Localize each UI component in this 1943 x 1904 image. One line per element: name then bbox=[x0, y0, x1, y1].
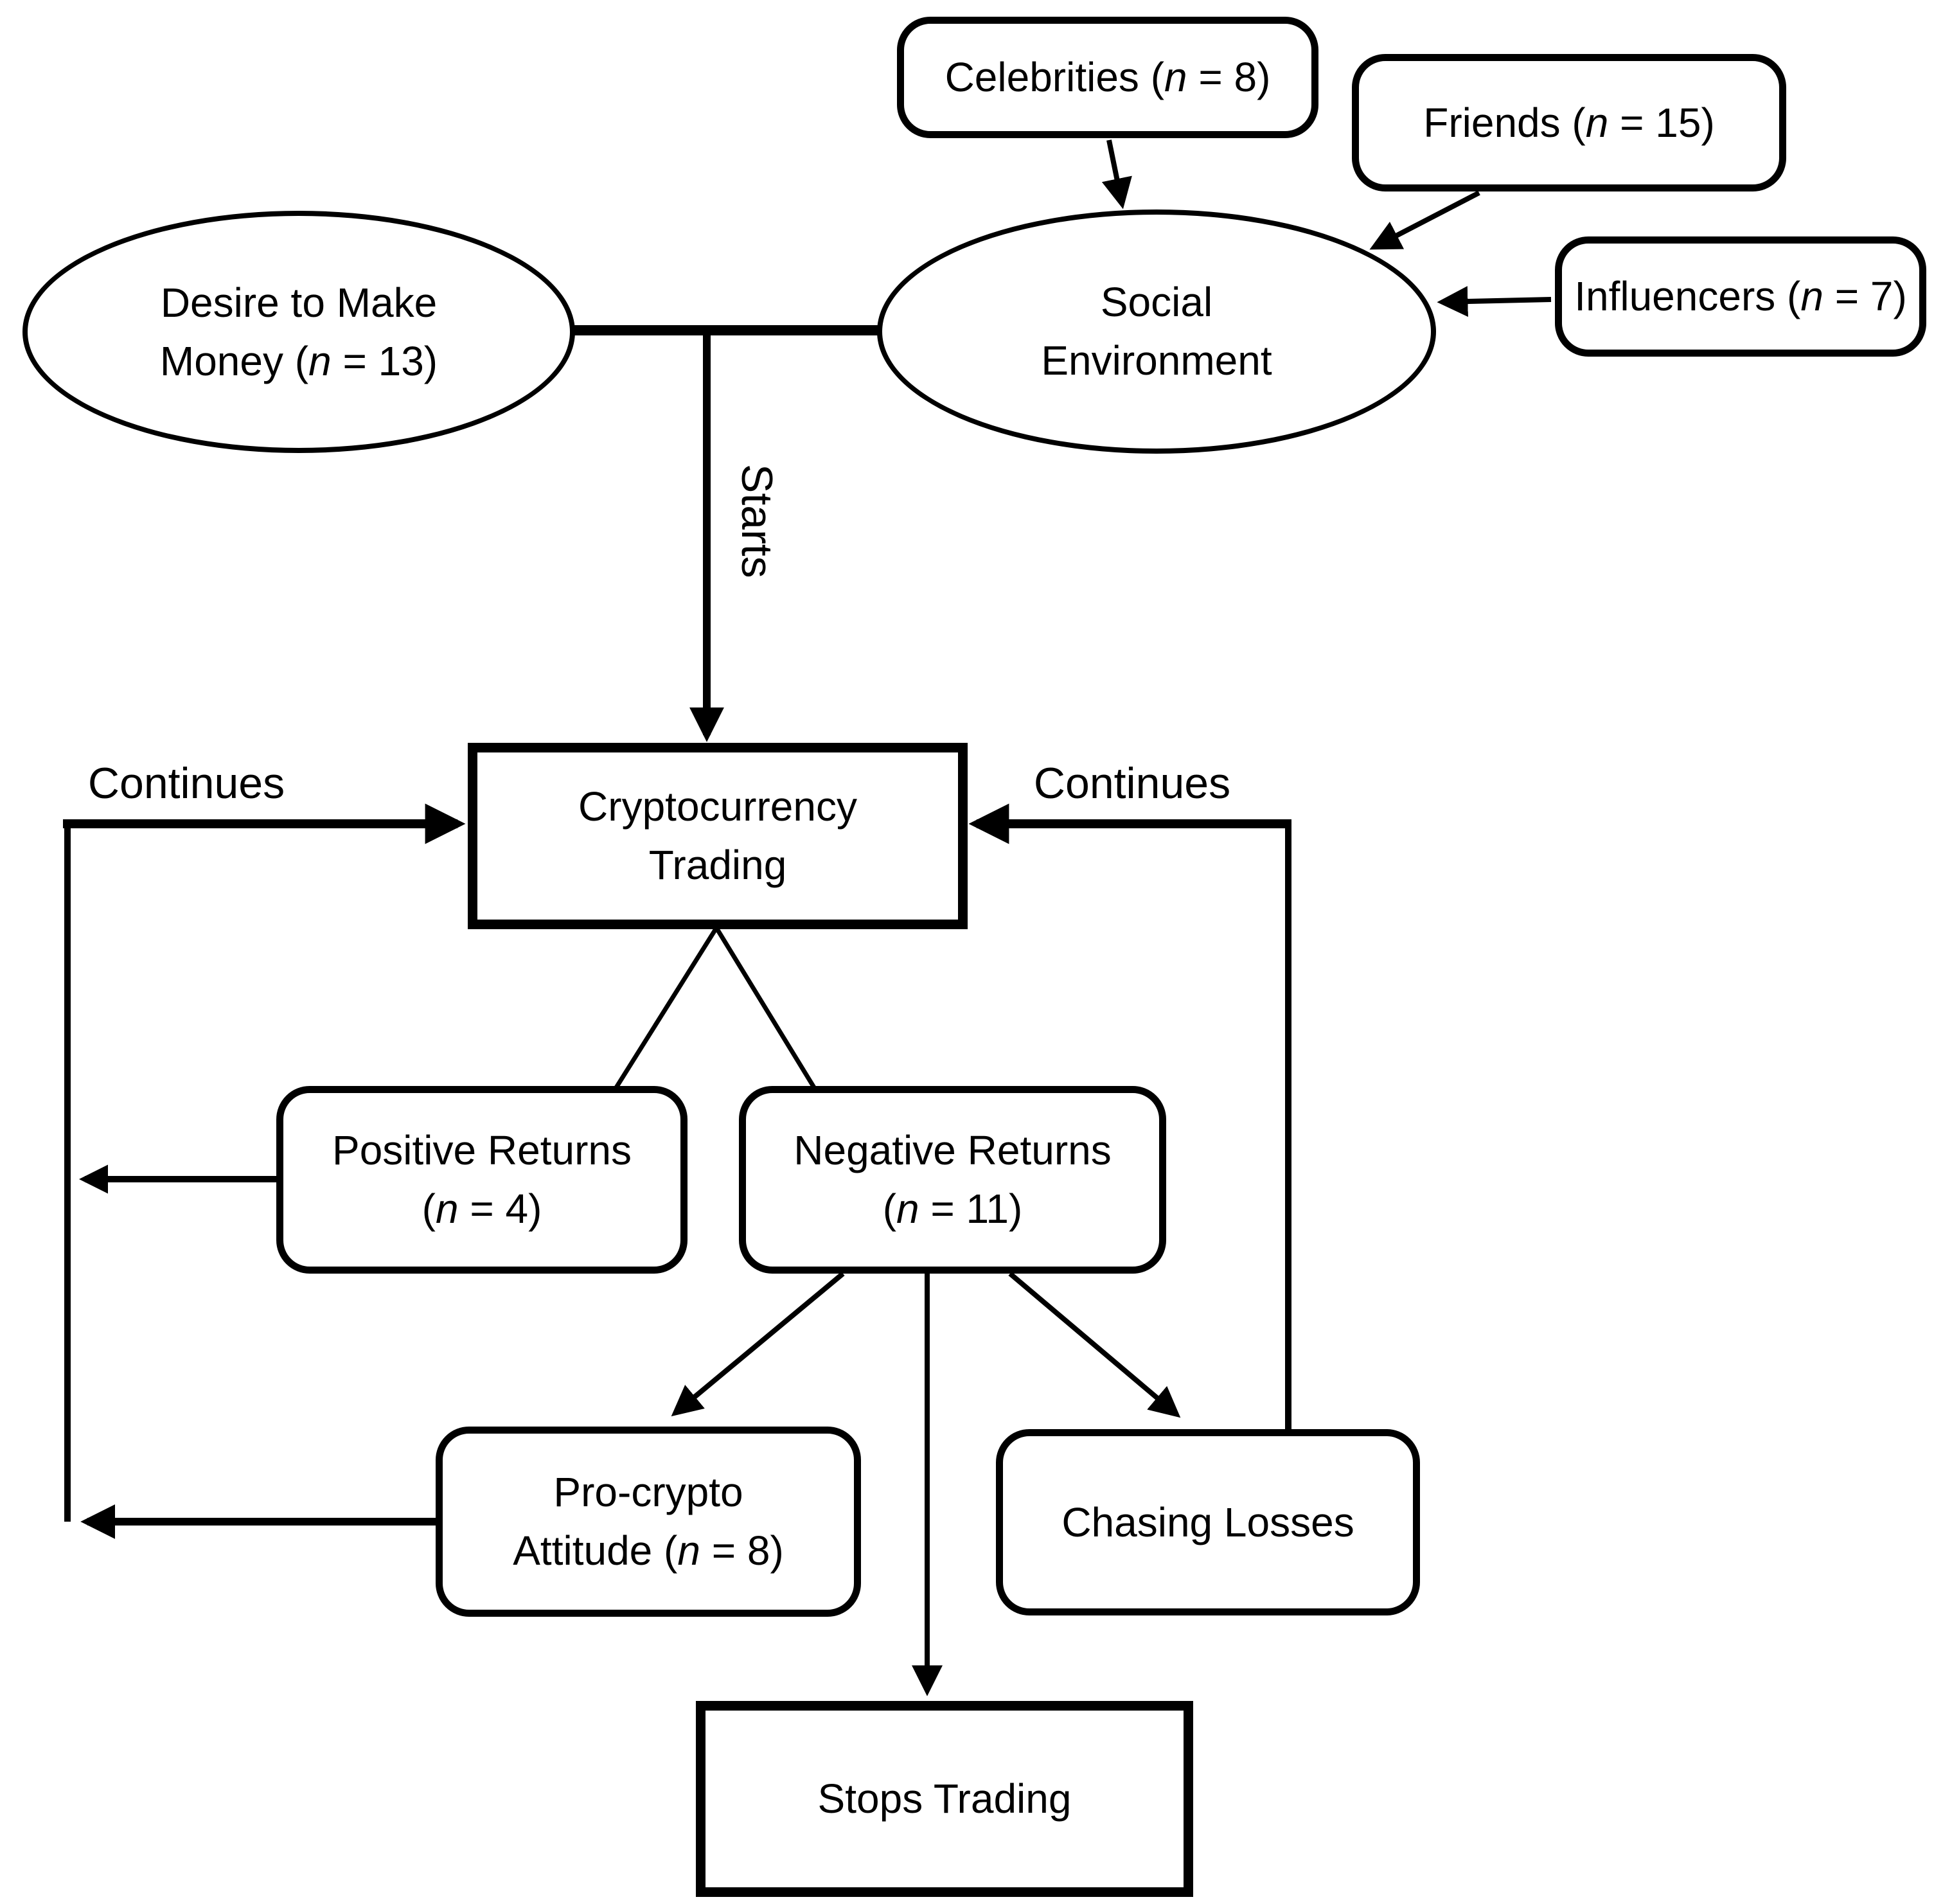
node-positive-returns: Positive Returns(n = 4) bbox=[276, 1086, 688, 1274]
edge-label-continues-left: Continues bbox=[87, 759, 285, 808]
node-friends: Friends (n = 15) bbox=[1352, 54, 1786, 191]
node-celebrities: Celebrities (n = 8) bbox=[897, 17, 1318, 138]
node-label-negative: Negative Returns(n = 11) bbox=[794, 1127, 1112, 1232]
line-crypto-to-negative bbox=[714, 927, 817, 1090]
node-label-positive: Positive Returns(n = 4) bbox=[332, 1127, 632, 1232]
arrow-friends-to-social bbox=[1369, 190, 1480, 250]
edge-label-continues-right: Continues bbox=[1033, 759, 1231, 808]
node-label-celebrities: Celebrities (n = 8) bbox=[945, 54, 1271, 101]
node-chasing-losses: Chasing Losses bbox=[996, 1429, 1420, 1615]
node-label-stops: Stops Trading bbox=[817, 1775, 1072, 1822]
edge-label-starts: Starts bbox=[732, 464, 781, 578]
node-stops-trading: Stops Trading bbox=[696, 1701, 1193, 1897]
node-label-influencers: Influencers (n = 7) bbox=[1574, 273, 1907, 320]
arrow-negative-to-procrypto bbox=[671, 1271, 845, 1417]
arrow-influencers-to-social bbox=[1437, 286, 1552, 317]
line-crypto-to-positive bbox=[614, 927, 718, 1090]
node-influencers: Influencers (n = 7) bbox=[1555, 236, 1926, 357]
arrow-negative-to-chasing bbox=[1008, 1271, 1181, 1418]
node-negative-returns: Negative Returns(n = 11) bbox=[739, 1086, 1166, 1274]
node-label-friends: Friends (n = 15) bbox=[1423, 99, 1715, 146]
arrow-celebrities-to-social bbox=[1101, 139, 1132, 209]
node-label-chasing: Chasing Losses bbox=[1061, 1499, 1354, 1545]
